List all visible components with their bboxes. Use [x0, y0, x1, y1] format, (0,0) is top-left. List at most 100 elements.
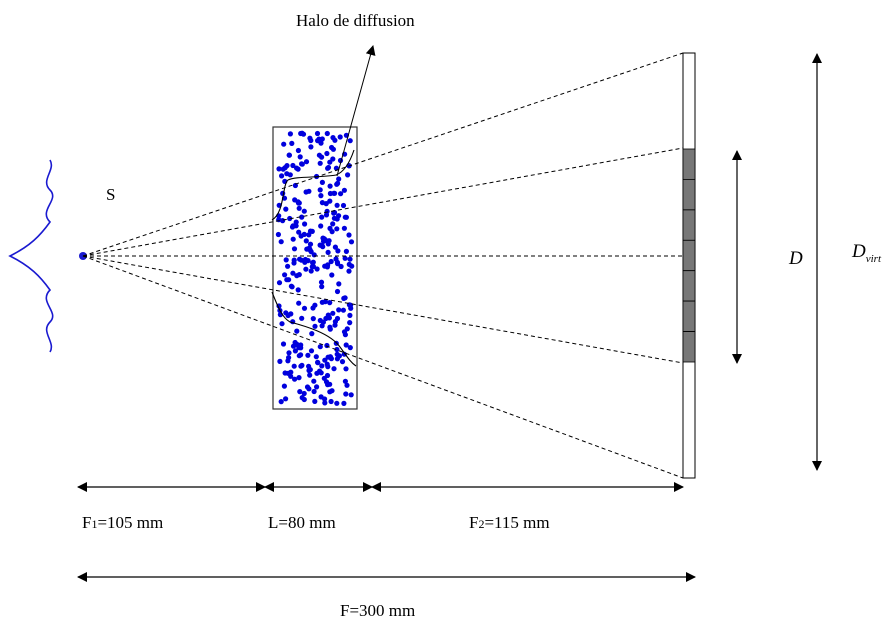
- scatterer-dot: [304, 384, 311, 390]
- scatterer-dot: [290, 236, 296, 242]
- scatterer-dot: [288, 373, 294, 379]
- scatterer-dot: [287, 172, 293, 178]
- scatterer-dot: [307, 241, 314, 247]
- scatterer-dot: [327, 190, 333, 197]
- scatterer-dot: [337, 134, 343, 140]
- scatterer-dot: [280, 218, 286, 224]
- scatterer-dot: [303, 266, 309, 272]
- scatterer-dot: [289, 140, 295, 146]
- scatterer-dot: [316, 152, 322, 158]
- scatterer-dot: [283, 257, 289, 263]
- scatterer-dot: [318, 140, 324, 146]
- scatterer-dot: [334, 346, 340, 353]
- scatterer-dot: [308, 144, 314, 150]
- scatterer-dot: [286, 152, 292, 158]
- scatterer-dot: [334, 288, 341, 295]
- halo-curve-bottom: [271, 291, 357, 367]
- scatterer-dot: [346, 232, 352, 238]
- scatterer-dot: [335, 248, 341, 254]
- scatterer-dot: [303, 159, 310, 165]
- scatterer-dot: [280, 341, 287, 347]
- scatterer-dot: [281, 383, 287, 389]
- scatterer-dot: [338, 263, 344, 270]
- scatterer-dot: [334, 202, 340, 208]
- scatterer-dot: [305, 352, 311, 358]
- scatterer-dot: [319, 363, 325, 369]
- scatterer-dot: [318, 223, 324, 229]
- scatterer-dot: [291, 260, 297, 266]
- scatterer-dot: [316, 136, 322, 142]
- scatterer-dot: [307, 372, 313, 378]
- scatterer-dot: [297, 154, 303, 160]
- scatterer-dot: [280, 166, 286, 172]
- f1-label: F1=105 mm: [82, 514, 163, 531]
- scatterer-dot: [330, 146, 336, 152]
- scatterer-dot: [319, 214, 325, 220]
- scatterer-dot: [314, 266, 320, 272]
- scatterer-dot: [278, 399, 284, 405]
- scatterer-dot: [330, 135, 336, 141]
- scatterer-dot: [341, 225, 347, 231]
- scatterer-dot: [329, 272, 335, 278]
- scatterer-dot: [299, 214, 305, 220]
- scatterer-dot: [299, 161, 305, 167]
- scatterer-dot: [296, 300, 302, 306]
- ray-inner-bottom: [82, 255, 684, 364]
- scatterer-dot: [325, 354, 331, 360]
- scatterer-dot: [334, 226, 340, 232]
- scatterer-dot: [346, 268, 352, 274]
- scatterer-dot: [302, 256, 308, 263]
- scatterer-dot: [315, 360, 321, 366]
- l-label: L=80 mm: [268, 513, 336, 532]
- scatterer-dot: [276, 166, 282, 172]
- scatterer-dot: [312, 398, 318, 404]
- detector-pixel: [682, 331, 696, 363]
- scatterer-dot: [309, 264, 315, 270]
- scatterer-dot: [324, 150, 330, 157]
- scatterer-dot: [301, 390, 307, 397]
- scatterer-dot: [275, 231, 281, 238]
- scatterer-dot: [317, 344, 323, 350]
- scatterer-dot: [295, 199, 301, 205]
- scatterer-dot: [308, 249, 314, 255]
- scatterer-dot: [283, 396, 289, 402]
- scatterer-dot: [318, 193, 324, 199]
- scatterer-dot: [290, 162, 296, 169]
- scatterer-dot: [298, 345, 304, 351]
- scatterer-dot: [293, 219, 299, 225]
- scatterer-dot: [314, 384, 320, 390]
- scatterer-dot: [319, 284, 325, 290]
- scatterer-dot: [341, 295, 347, 301]
- scatterer-dot: [343, 366, 349, 372]
- f-total-label: F=300 mm: [340, 601, 416, 620]
- scatterer-dot: [282, 272, 288, 278]
- scatterer-dot: [292, 376, 298, 382]
- scatterer-dot: [319, 200, 325, 206]
- scatterer-dot: [291, 246, 298, 252]
- detector-pixel: [682, 300, 696, 332]
- scatterer-dot: [330, 310, 336, 316]
- detector-pixel: [682, 239, 696, 272]
- scatterer-dot: [341, 329, 348, 335]
- scatterer-dot: [299, 362, 305, 368]
- scatterer-dot: [310, 260, 316, 266]
- scatterer-dot: [343, 342, 349, 348]
- scatterer-dot: [341, 400, 347, 406]
- scatterer-dot: [338, 191, 344, 197]
- scatterer-dot: [311, 378, 317, 384]
- scatterer-dot: [342, 378, 348, 384]
- scatterer-dot: [340, 307, 346, 313]
- scatterer-dot: [347, 312, 353, 318]
- scatterer-dot: [327, 326, 333, 332]
- scatterer-dot: [322, 299, 328, 305]
- halo-label: Halo de diffusion: [296, 11, 415, 30]
- scatterer-dot: [327, 300, 333, 306]
- scatterer-dot: [334, 400, 340, 406]
- scatterer-dot: [278, 239, 284, 245]
- scatterer-dot: [318, 370, 324, 376]
- source-label: S: [106, 185, 116, 204]
- scatterer-dot: [341, 187, 347, 193]
- scatterer-dot: [282, 370, 288, 376]
- scatterer-dot: [335, 180, 341, 186]
- scatterer-dot: [325, 165, 331, 171]
